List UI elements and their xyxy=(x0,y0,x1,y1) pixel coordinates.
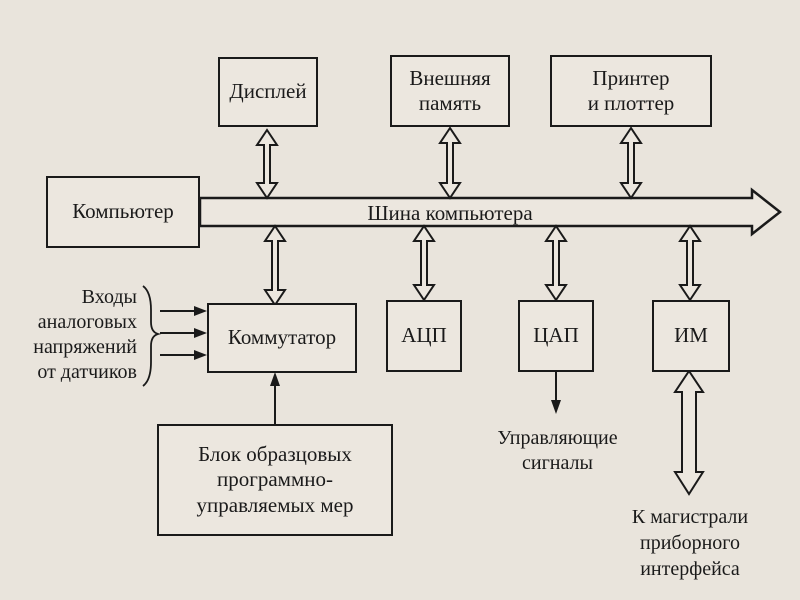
computer-box: Компьютер xyxy=(46,176,200,248)
dac-bus-double-arrow xyxy=(544,224,568,302)
reference-to-commutator-arrowhead xyxy=(270,372,280,386)
adc-bus-double-arrow xyxy=(412,224,436,302)
display-label: Дисплей xyxy=(229,79,307,104)
external-memory-box: Внешняя память xyxy=(390,55,510,127)
inputs-brace xyxy=(142,285,162,387)
adc-label: АЦП xyxy=(401,323,447,348)
commutator-bus-double-arrow xyxy=(263,224,287,307)
im-box: ИМ xyxy=(652,300,730,372)
dac-output-arrowhead xyxy=(551,400,561,414)
computer-bus-arrow xyxy=(198,187,783,237)
commutator-box: Коммутатор xyxy=(207,303,357,373)
display-bus-double-arrow xyxy=(255,128,279,200)
im-label: ИМ xyxy=(674,323,708,348)
reference-measures-box: Блок образцовых программно- управляемых … xyxy=(157,424,393,536)
analog-input-arrowhead-1 xyxy=(194,306,207,316)
printer-plotter-label: Принтер и плоттер xyxy=(587,65,675,115)
commutator-label: Коммутатор xyxy=(227,325,337,350)
analog-input-arrowhead-2 xyxy=(194,328,207,338)
interface-bus-label: К магистрали приборного интерфейса xyxy=(631,506,749,580)
adc-box: АЦП xyxy=(386,300,462,372)
computer-bus-label: Шина компьютера xyxy=(367,201,533,225)
analog-input-arrowhead-3 xyxy=(194,350,207,360)
dac-box: ЦАП xyxy=(518,300,594,372)
printer-bus-double-arrow xyxy=(619,126,643,200)
im-bus-double-arrow xyxy=(678,224,702,302)
dac-label: ЦАП xyxy=(533,323,579,348)
computer-label: Компьютер xyxy=(72,199,174,224)
memory-bus-double-arrow xyxy=(438,126,462,200)
interface-double-arrow xyxy=(673,369,705,496)
printer-plotter-box: Принтер и плоттер xyxy=(550,55,712,127)
display-box: Дисплей xyxy=(218,57,318,127)
control-signals-label: Управляющие сигналы xyxy=(497,427,618,474)
reference-measures-label: Блок образцовых программно- управляемых … xyxy=(196,442,354,517)
external-memory-label: Внешняя память xyxy=(409,65,491,115)
analog-inputs-label: Входы аналоговых напряжений от датчиков xyxy=(33,286,137,383)
